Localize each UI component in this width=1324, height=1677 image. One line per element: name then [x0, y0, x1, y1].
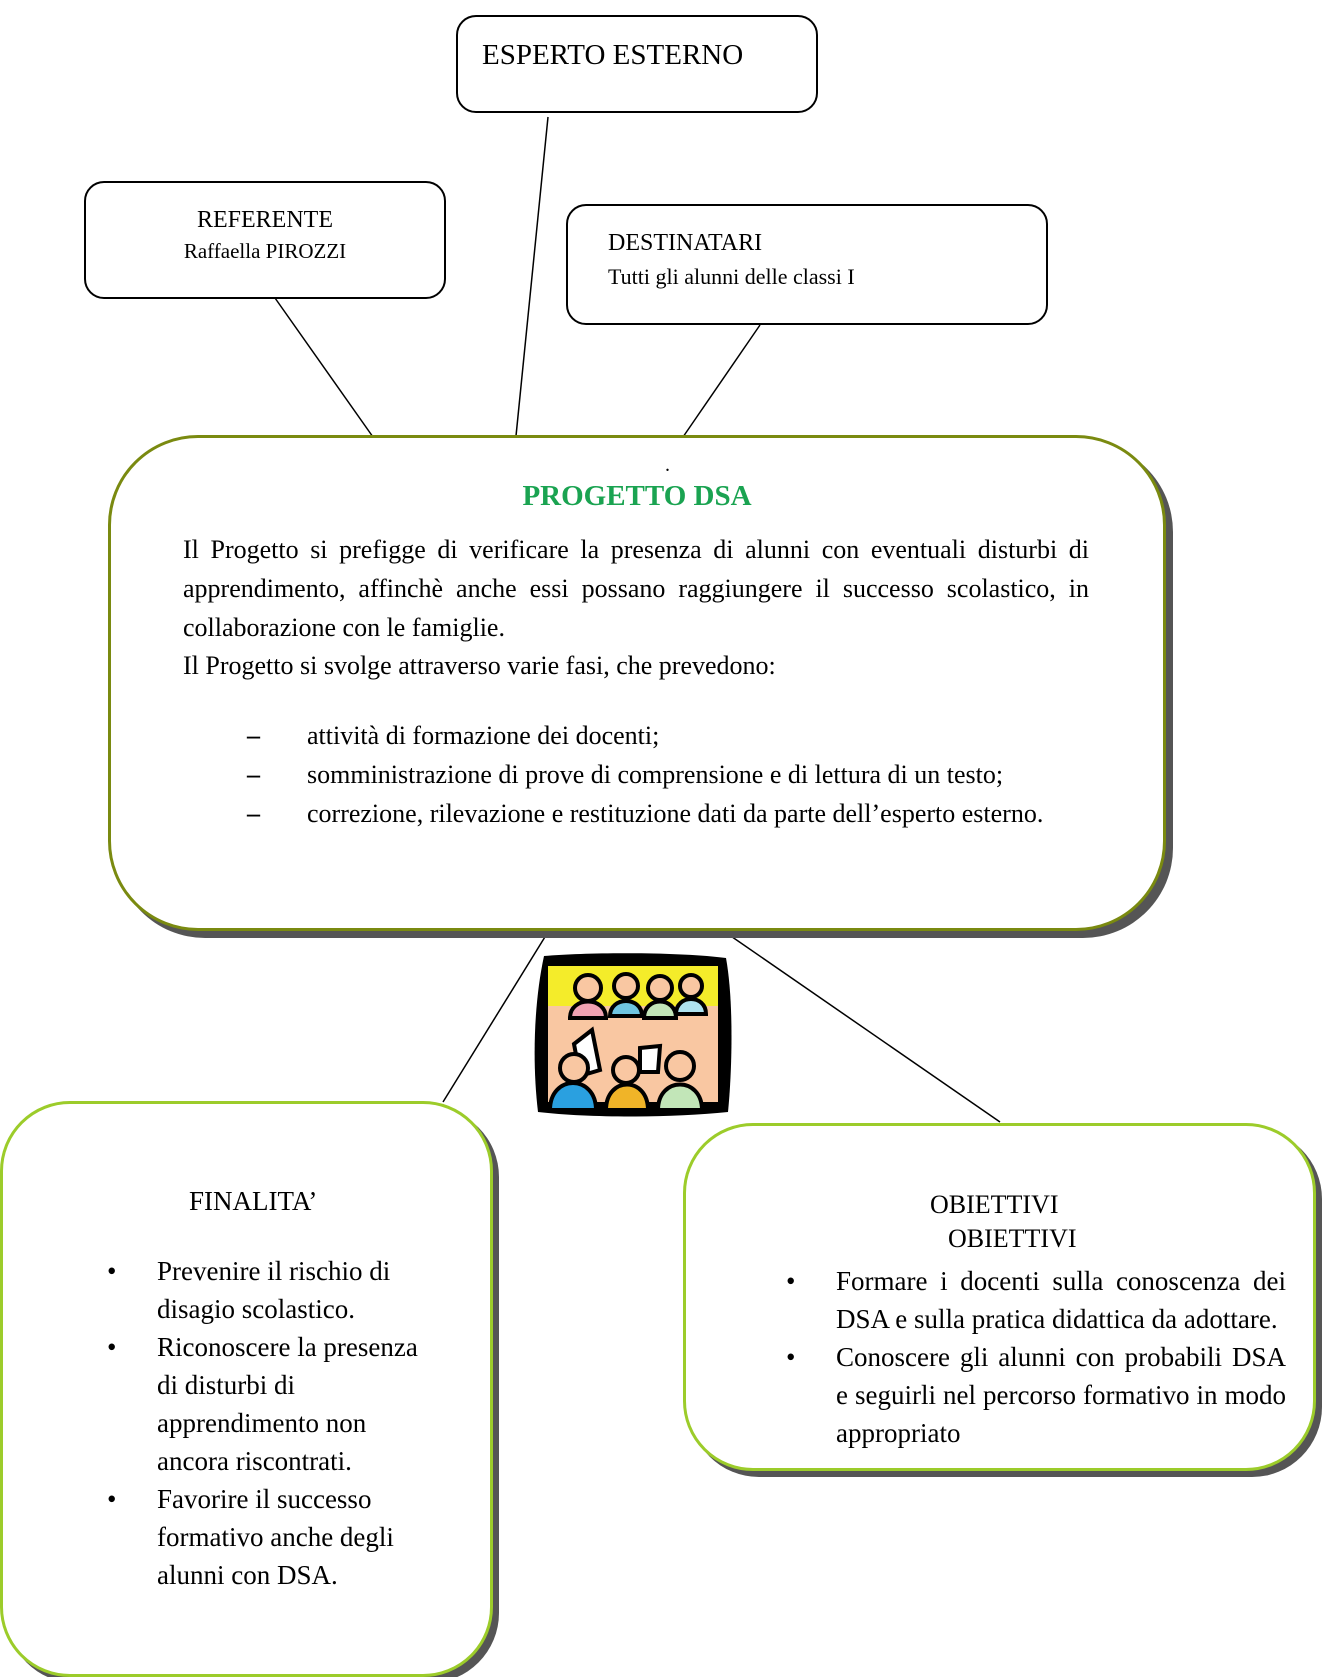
- connector-obiettivi: [724, 931, 1001, 1123]
- esperto-esterno-label: ESPERTO ESTERNO: [482, 39, 744, 71]
- finalita-item: Riconoscere la presenza di disturbi di a…: [99, 1328, 429, 1480]
- progetto-paragraph-2: Il Progetto si svolge attraverso varie f…: [183, 651, 776, 680]
- phase-item: somministrazione di prove di comprension…: [247, 755, 1089, 794]
- destinatari-box: DESTINATARI Tutti gli alunni delle class…: [566, 204, 1048, 325]
- obiettivi-list: Formare i docenti sulla conoscenza dei D…: [778, 1262, 1286, 1452]
- obiettivi-box: OBIETTIVI OBIETTIVI Formare i docenti su…: [683, 1123, 1316, 1471]
- referente-name: Raffaella PIROZZI: [183, 239, 347, 263]
- obiettivi-item: Conoscere gli alunni con probabili DSA e…: [778, 1338, 1286, 1452]
- connector-referente: [274, 297, 374, 438]
- obiettivi-item: Formare i docenti sulla conoscenza dei D…: [778, 1262, 1286, 1338]
- progetto-title: PROGETTO DSA: [522, 480, 752, 512]
- phase-item: correzione, rilevazione e restituzione d…: [247, 794, 1089, 833]
- referente-box: REFERENTE Raffaella PIROZZI: [84, 181, 446, 299]
- destinatari-desc: Tutti gli alunni delle classi I: [608, 264, 855, 289]
- finalita-title: FINALITA’: [189, 1186, 318, 1216]
- progetto-phase-list: attività di formazione dei docenti; somm…: [247, 716, 1089, 833]
- progetto-paragraph-1: Il Progetto si prefigge di verificare la…: [183, 535, 1089, 642]
- referente-title: REFERENTE: [197, 207, 333, 233]
- finalita-box: FINALITA’ Prevenire il rischio di disagi…: [0, 1101, 493, 1677]
- meeting-people-icon: [530, 952, 736, 1118]
- destinatari-title: DESTINATARI: [608, 230, 763, 256]
- finalita-item: Prevenire il rischio di disagio scolasti…: [99, 1252, 429, 1328]
- connector-destinatari: [682, 324, 761, 438]
- obiettivi-title-2: OBIETTIVI: [948, 1224, 1077, 1253]
- finalita-list: Prevenire il rischio di disagio scolasti…: [99, 1252, 429, 1594]
- phase-item: attività di formazione dei docenti;: [247, 716, 1089, 755]
- progetto-box: . PROGETTO DSA Il Progetto si prefigge d…: [108, 435, 1166, 931]
- obiettivi-title-1: OBIETTIVI: [930, 1190, 1059, 1219]
- progetto-dot: .: [665, 454, 670, 476]
- connector-esperto: [515, 116, 549, 437]
- finalita-item: Favorire il successo formativo anche deg…: [99, 1480, 429, 1594]
- connector-finalita: [442, 931, 549, 1103]
- esperto-esterno-box: ESPERTO ESTERNO: [456, 15, 818, 113]
